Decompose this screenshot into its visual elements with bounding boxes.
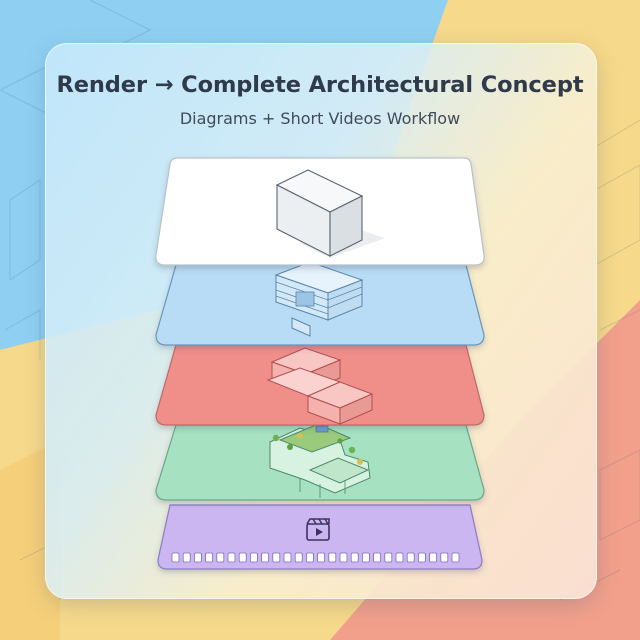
film-hole — [193, 552, 202, 563]
film-hole — [294, 552, 303, 563]
page-subtitle: Diagrams + Short Videos Workflow — [179, 109, 461, 128]
layer-red-diagram — [155, 344, 485, 426]
layer-green-landscape — [155, 423, 485, 501]
film-hole — [406, 552, 415, 563]
film-hole — [317, 552, 326, 563]
film-hole — [171, 552, 180, 563]
film-hole — [451, 552, 460, 563]
film-hole — [249, 552, 258, 563]
film-hole — [227, 552, 236, 563]
film-hole — [350, 552, 359, 563]
film-hole — [339, 552, 348, 563]
film-hole — [182, 552, 191, 563]
film-hole — [238, 552, 247, 563]
film-hole — [417, 552, 426, 563]
film-hole — [395, 552, 404, 563]
film-hole — [373, 552, 382, 563]
red-massing-model-icon — [266, 347, 374, 425]
video-clapper-icon — [306, 518, 330, 541]
film-hole — [328, 552, 337, 563]
page-title: Render → Complete Architectural Concept — [56, 72, 584, 98]
layer-blue-structure — [155, 261, 485, 346]
massing-box-icon — [275, 169, 364, 257]
filmstrip-holes — [171, 552, 460, 563]
film-hole — [272, 552, 281, 563]
film-hole — [216, 552, 225, 563]
film-hole — [283, 552, 292, 563]
film-hole — [384, 552, 393, 563]
film-hole — [205, 552, 214, 563]
layer-purple-video — [157, 504, 483, 570]
blue-massing-model-icon — [274, 261, 364, 337]
film-hole — [261, 552, 270, 563]
green-landscape-model-icon — [269, 423, 371, 498]
film-hole — [440, 552, 449, 563]
film-hole — [361, 552, 370, 563]
film-hole — [429, 552, 438, 563]
layer-white-massing — [155, 157, 485, 266]
film-hole — [305, 552, 314, 563]
